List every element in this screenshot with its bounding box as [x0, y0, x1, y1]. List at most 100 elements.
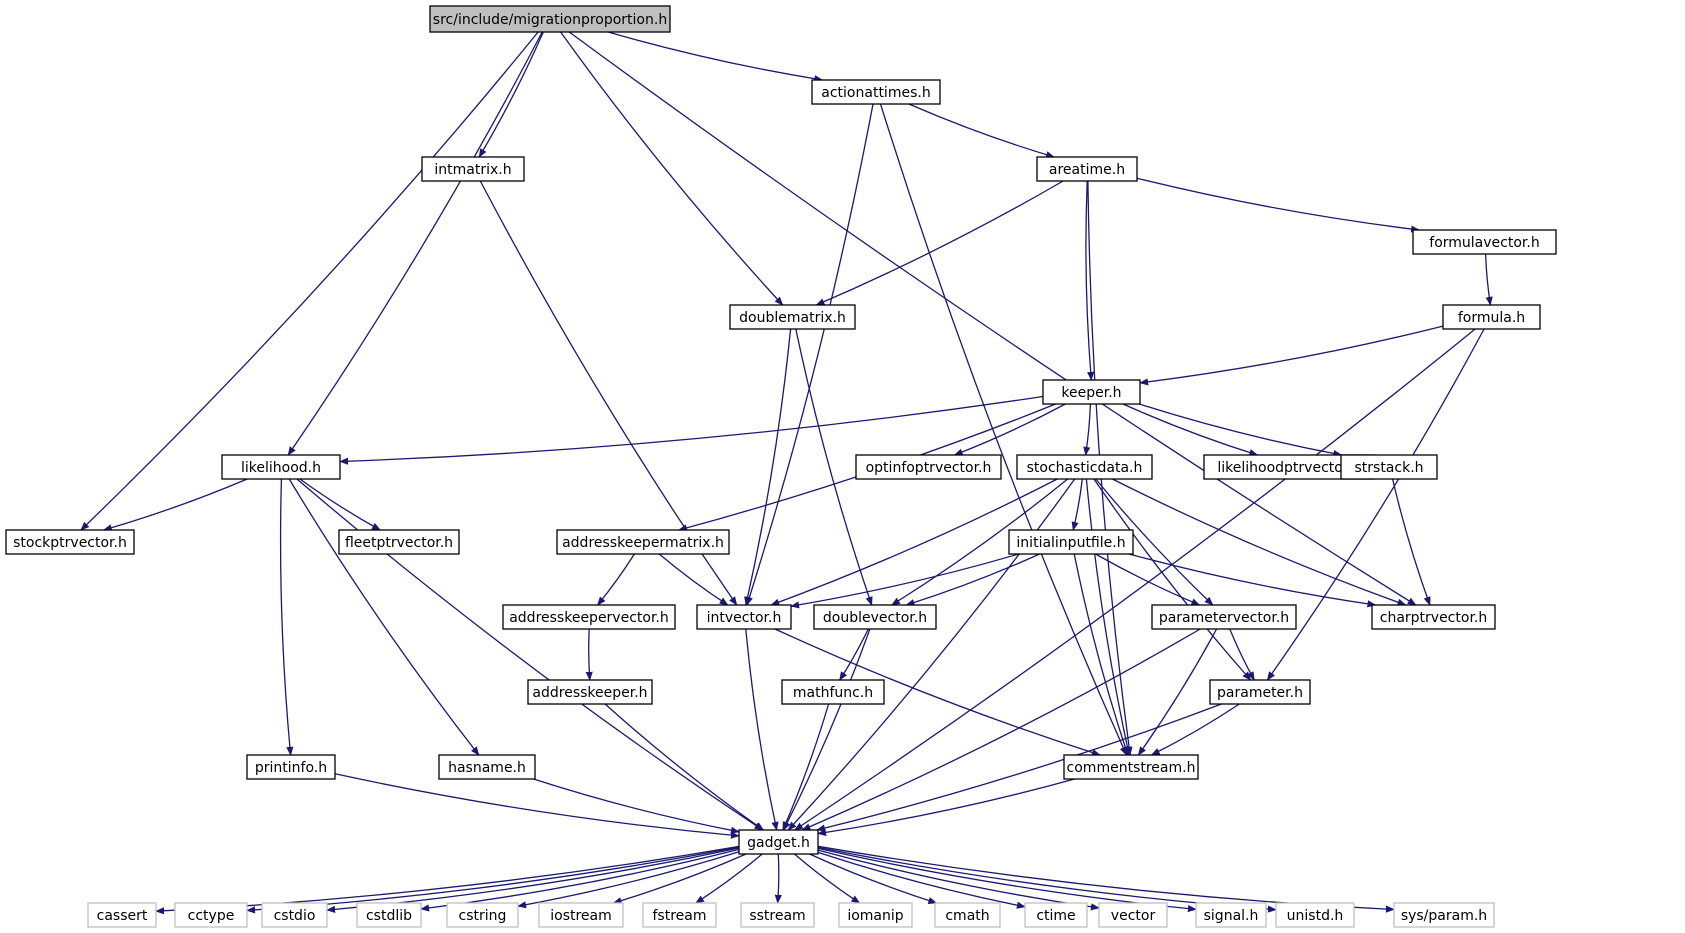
node-strstack-box — [1340, 454, 1438, 480]
node-cstdlib-box — [356, 902, 422, 928]
node-iomanip-label: iomanip — [847, 908, 903, 924]
node-root-box — [429, 5, 671, 33]
node-fleetptrvector[interactable]: fleetptrvector.h — [338, 529, 460, 555]
node-parameter[interactable]: parameter.h — [1209, 679, 1311, 705]
node-doublematrix[interactable]: doublematrix.h — [729, 304, 856, 330]
node-charptrvector-label: charptrvector.h — [1380, 610, 1487, 626]
node-intvector-box — [696, 604, 792, 630]
node-intmatrix[interactable]: intmatrix.h — [421, 156, 525, 182]
node-iostream-box — [538, 902, 624, 928]
node-charptrvector[interactable]: charptrvector.h — [1371, 604, 1496, 630]
node-printinfo[interactable]: printinfo.h — [246, 754, 336, 780]
node-intmatrix-label: intmatrix.h — [434, 162, 511, 178]
node-signal-box — [1195, 902, 1267, 928]
node-signal: signal.h — [1195, 902, 1267, 928]
node-cmath: cmath — [934, 902, 1001, 928]
node-parametervector[interactable]: parametervector.h — [1151, 604, 1297, 630]
edge-gadget-to-sstream — [774, 853, 782, 904]
node-cstdio: cstdio — [261, 902, 328, 928]
edge-keeper-to-likelihood — [339, 395, 1044, 465]
edge-gadget-to-cstdio — [326, 847, 740, 913]
node-cctype: cctype — [174, 902, 248, 928]
edge-addresskeeper-to-gadget — [604, 703, 765, 831]
edge-initialinputfile-to-commentstream — [1073, 553, 1129, 756]
node-intvector[interactable]: intvector.h — [696, 604, 792, 630]
node-likelihood[interactable]: likelihood.h — [221, 454, 341, 480]
edge-actionattimes-to-areatime — [908, 103, 1055, 159]
edge-stochasticdata-to-gadget — [787, 478, 1076, 831]
node-addresskeepermatrix[interactable]: addresskeepermatrix.h — [556, 529, 730, 555]
edge-initialinputfile-to-intvector — [790, 553, 1019, 609]
edge-stochasticdata-to-parametervector — [1095, 478, 1214, 606]
node-formula[interactable]: formula.h — [1442, 304, 1541, 330]
node-cstring-box — [446, 902, 519, 928]
node-formulavector[interactable]: formulavector.h — [1412, 229, 1557, 255]
node-areatime-label: areatime.h — [1049, 162, 1125, 178]
edge-stochasticdata-to-charptrvector — [1112, 478, 1407, 606]
edge-parametervector-to-commentstream — [1137, 628, 1218, 756]
edge-formula-to-keeper — [1139, 325, 1444, 386]
edge-gadget-to-ctime — [817, 851, 1026, 909]
node-gadget[interactable]: gadget.h — [738, 829, 819, 855]
node-mathfunc-box — [781, 679, 885, 705]
edge-initialinputfile-to-charptrvector — [1128, 553, 1377, 608]
node-iostream: iostream — [538, 902, 624, 928]
node-iomanip-box — [838, 902, 913, 928]
node-formula-label: formula.h — [1458, 310, 1525, 326]
node-sstream-box — [740, 902, 815, 928]
node-sysparam-box — [1393, 902, 1495, 928]
node-root[interactable]: src/include/migrationproportion.h — [429, 5, 671, 33]
node-cctype-label: cctype — [188, 908, 235, 924]
node-parametervector-box — [1151, 604, 1297, 630]
edge-gadget-to-iomanip — [793, 853, 861, 904]
node-initialinputfile[interactable]: initialinputfile.h — [1008, 529, 1134, 555]
edge-root-to-likelihood — [287, 31, 543, 456]
node-printinfo-label: printinfo.h — [255, 760, 327, 776]
node-cstring-label: cstring — [459, 908, 507, 924]
node-stockptrvector[interactable]: stockptrvector.h — [5, 529, 135, 555]
node-mathfunc[interactable]: mathfunc.h — [781, 679, 885, 705]
node-actionattimes[interactable]: actionattimes.h — [811, 79, 941, 105]
node-keeper[interactable]: keeper.h — [1042, 379, 1141, 405]
node-iomanip: iomanip — [838, 902, 913, 928]
node-keeper-label: keeper.h — [1061, 385, 1121, 401]
node-cmath-box — [934, 902, 1001, 928]
node-stochasticdata-box — [1016, 454, 1153, 480]
node-addresskeeper[interactable]: addresskeeper.h — [527, 679, 653, 705]
node-stockptrvector-box — [5, 529, 135, 555]
node-hasname[interactable]: hasname.h — [438, 754, 536, 780]
node-mathfunc-label: mathfunc.h — [793, 685, 873, 701]
node-addresskeeper-label: addresskeeper.h — [532, 685, 647, 701]
node-addresskeepervector[interactable]: addresskeepervector.h — [502, 604, 676, 630]
node-fleetptrvector-label: fleetptrvector.h — [345, 535, 453, 551]
edge-parametervector-to-gadget — [801, 628, 1201, 831]
edge-root-to-doublematrix — [560, 31, 784, 306]
node-optinfoptrvector-box — [855, 454, 1002, 480]
edge-addresskeepermatrix-to-addresskeepervector — [597, 553, 635, 606]
node-doublevector[interactable]: doublevector.h — [813, 604, 937, 630]
node-optinfoptrvector[interactable]: optinfoptrvector.h — [855, 454, 1002, 480]
node-addresskeeper-box — [527, 679, 653, 705]
edge-likelihood-to-stockptrvector — [102, 478, 248, 532]
node-formulavector-label: formulavector.h — [1429, 235, 1539, 251]
node-root-label: src/include/migrationproportion.h — [433, 12, 667, 28]
node-doublematrix-box — [729, 304, 856, 330]
node-vector: vector — [1098, 902, 1168, 928]
edge-root-to-stockptrvector — [80, 31, 539, 531]
edge-commentstream-to-gadget — [817, 778, 1075, 836]
node-areatime[interactable]: areatime.h — [1036, 156, 1138, 182]
node-keeper-box — [1042, 379, 1141, 405]
edge-gadget-to-iostream — [612, 853, 747, 905]
node-commentstream[interactable]: commentstream.h — [1063, 754, 1199, 780]
node-strstack[interactable]: strstack.h — [1340, 454, 1438, 480]
node-unistd-box — [1275, 902, 1355, 928]
node-formulavector-box — [1412, 229, 1557, 255]
node-signal-label: signal.h — [1204, 908, 1259, 924]
node-formula-box — [1442, 304, 1541, 330]
node-stochasticdata[interactable]: stochasticdata.h — [1016, 454, 1153, 480]
node-intvector-label: intvector.h — [707, 610, 782, 626]
edge-parameter-to-commentstream — [1150, 703, 1240, 756]
node-addresskeepervector-box — [502, 604, 676, 630]
edge-stochasticdata-to-initialinputfile — [1071, 478, 1083, 531]
